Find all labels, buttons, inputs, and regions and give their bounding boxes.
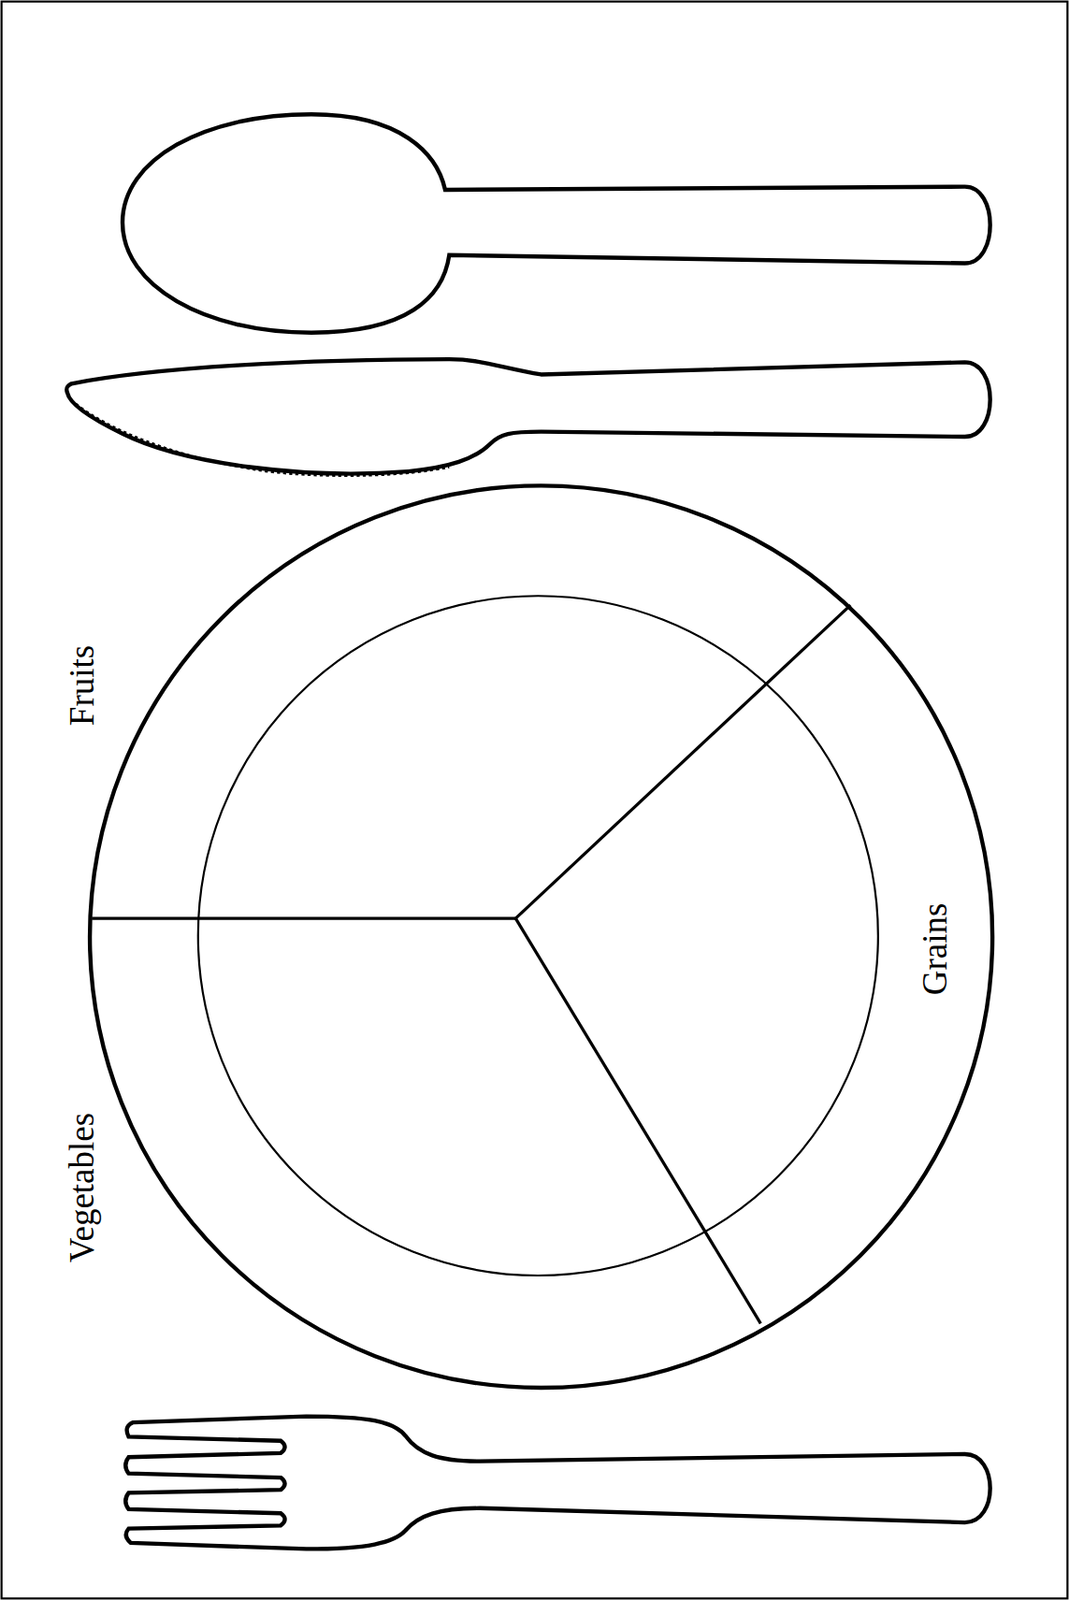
knife-serration bbox=[71, 400, 449, 477]
spoon bbox=[122, 114, 991, 333]
plate-inner bbox=[198, 595, 879, 1276]
plate-divider bbox=[515, 918, 761, 1324]
fork bbox=[125, 1416, 990, 1550]
food-group-label: Fruits bbox=[64, 645, 100, 726]
plate-divider bbox=[515, 605, 851, 919]
plate-divider bbox=[91, 916, 516, 920]
knife bbox=[66, 359, 990, 474]
food-group-label: Vegetables bbox=[64, 1112, 100, 1263]
plate-rim bbox=[89, 485, 993, 1388]
food-group-label: Grains bbox=[917, 903, 953, 997]
